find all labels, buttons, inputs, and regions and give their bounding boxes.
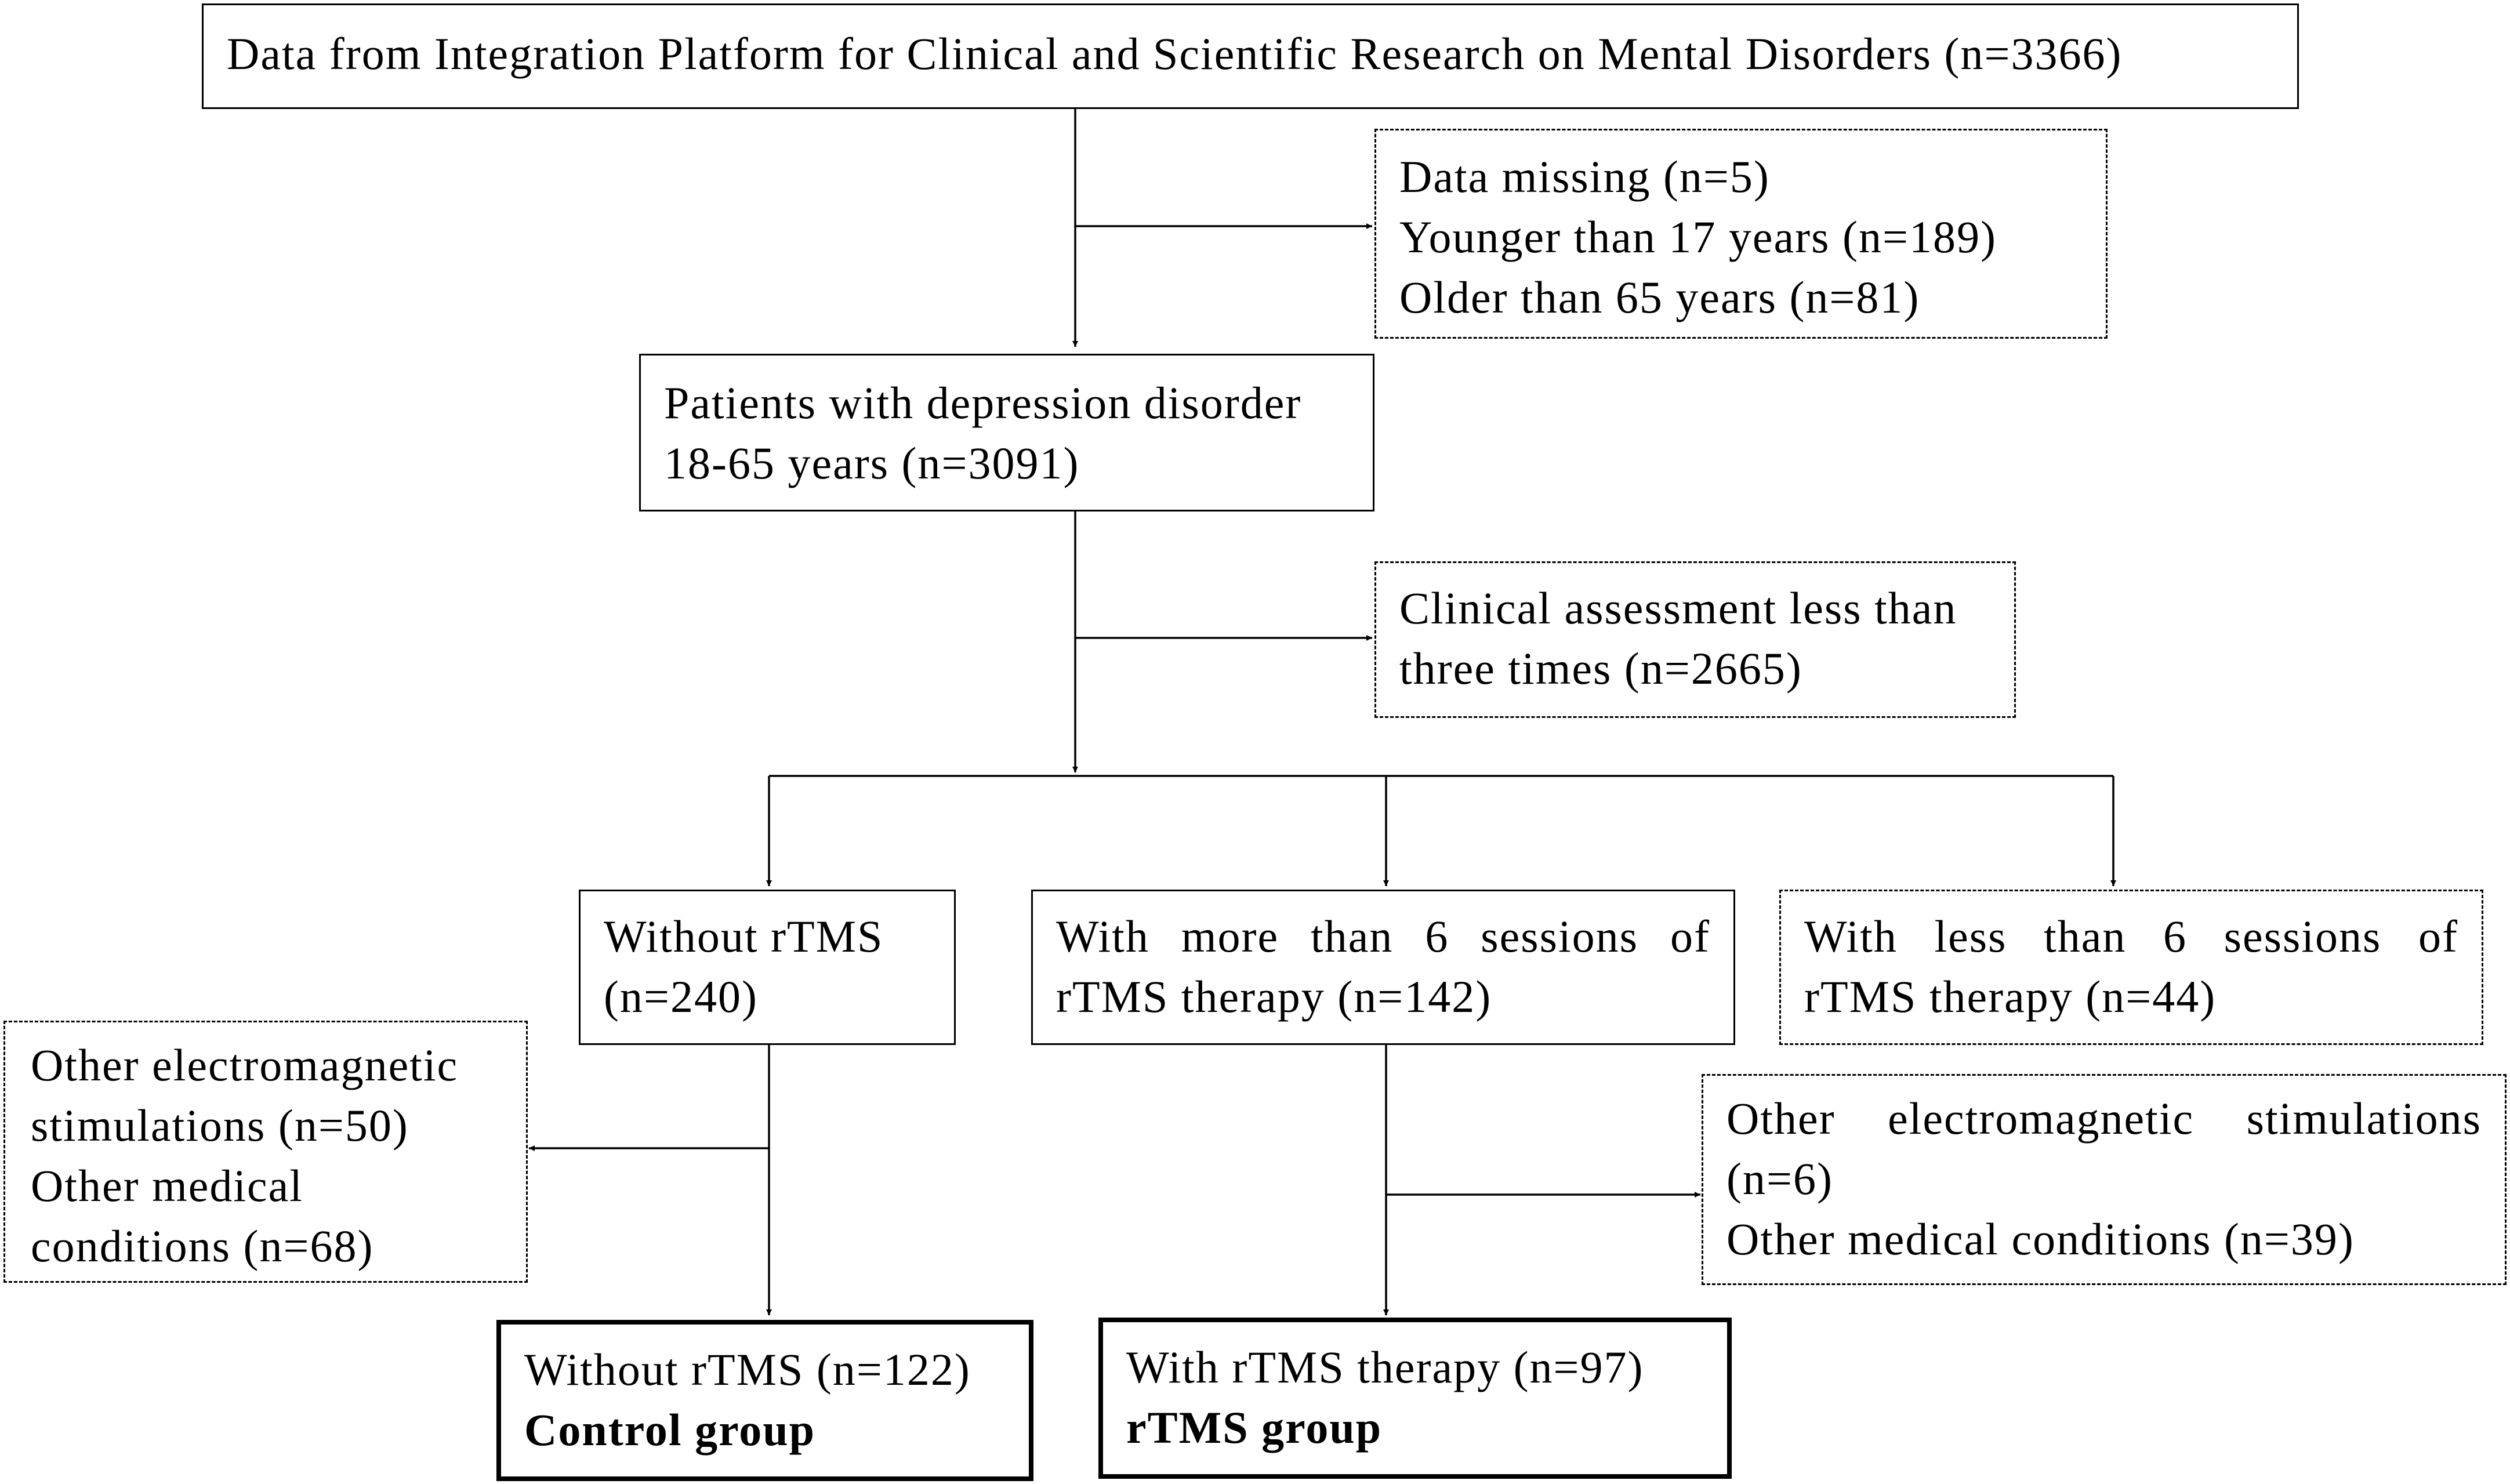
- exclusion-left-line-4: conditions (n=68): [31, 1221, 374, 1271]
- without-rtms-line-2: (n=240): [604, 971, 758, 1022]
- exclusion-left-line-1: Other electromagnetic: [31, 1040, 459, 1090]
- more-sessions-line-2: rTMS therapy (n=142): [1056, 971, 1492, 1022]
- more-sessions-box: With more than 6 sessions of rTMS therap…: [1031, 890, 1735, 1045]
- patients-line-1: Patients with depression disorder: [664, 378, 1302, 428]
- source-text: Data from Integration Platform for Clini…: [227, 28, 2123, 79]
- rtms-group-line-1: With rTMS therapy (n=97): [1126, 1342, 1644, 1392]
- exclusion-older: Older than 65 years (n=81): [1399, 272, 1920, 322]
- more-sessions-line-1: With more than 6 sessions of: [1056, 911, 1710, 961]
- exclusion-right-line-3: Other medical conditions (n=39): [1726, 1214, 2355, 1264]
- patients-box: Patients with depression disorder 18-65 …: [639, 354, 1374, 511]
- patients-line-2: 18-65 years (n=3091): [664, 438, 1080, 488]
- exclusion-younger: Younger than 17 years (n=189): [1399, 212, 1997, 262]
- exclusion-assessment-line-1: Clinical assessment less than: [1399, 583, 1957, 633]
- less-sessions-box: With less than 6 sessions of rTMS therap…: [1779, 890, 2483, 1045]
- exclusion-data-missing: Data missing (n=5): [1399, 151, 1770, 202]
- exclusion-box-assessment: Clinical assessment less than three time…: [1374, 561, 2016, 718]
- exclusion-left-line-3: Other medical: [31, 1160, 303, 1211]
- exclusion-box-right: Other electromagnetic stimulations (n=6)…: [1702, 1074, 2507, 1285]
- exclusion-right-line-2: (n=6): [1726, 1153, 1833, 1204]
- control-group-label: Control group: [524, 1405, 816, 1455]
- control-group-box: Without rTMS (n=122) Control group: [496, 1320, 1033, 1481]
- less-sessions-line-1: With less than 6 sessions of: [1804, 911, 2458, 961]
- source-box: Data from Integration Platform for Clini…: [202, 3, 2299, 109]
- without-rtms-box: Without rTMS (n=240): [579, 890, 956, 1045]
- without-rtms-line-1: Without rTMS: [604, 911, 884, 961]
- rtms-group-label: rTMS group: [1126, 1402, 1383, 1453]
- exclusion-left-line-2: stimulations (n=50): [31, 1100, 409, 1151]
- exclusion-right-line-1: Other electromagnetic stimulations: [1726, 1093, 2482, 1144]
- exclusion-box-age: Data missing (n=5) Younger than 17 years…: [1374, 129, 2108, 339]
- rtms-group-box: With rTMS therapy (n=97) rTMS group: [1098, 1318, 1732, 1479]
- less-sessions-line-2: rTMS therapy (n=44): [1804, 971, 2217, 1022]
- exclusion-assessment-line-2: three times (n=2665): [1399, 643, 1802, 694]
- exclusion-box-left: Other electromagnetic stimulations (n=50…: [3, 1021, 528, 1283]
- control-group-line-1: Without rTMS (n=122): [524, 1344, 971, 1395]
